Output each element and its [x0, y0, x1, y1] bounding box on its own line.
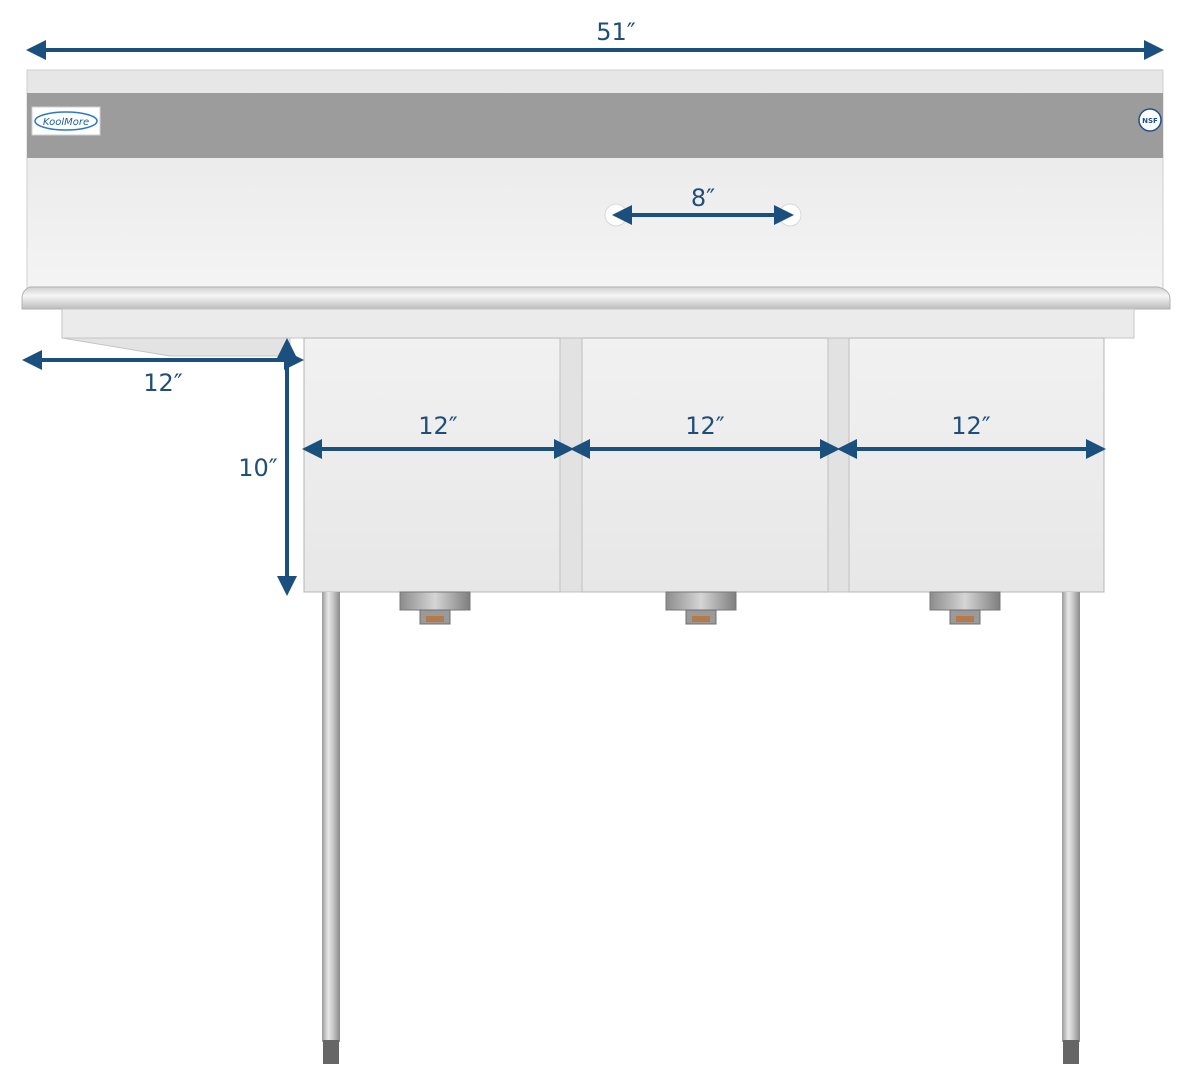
rim-apron [61, 308, 1135, 339]
bowl-divider-2 [827, 337, 850, 593]
logo-text: KoolMore [43, 117, 89, 128]
bowl-depth-label: 10″ [238, 454, 278, 482]
bowl-2-width-label: 12″ [685, 412, 725, 440]
drainboard-underside [61, 337, 291, 357]
bowl-1 [303, 337, 561, 593]
dimension-drainboard-width: 12″ [22, 350, 304, 397]
drain-2 [665, 591, 737, 625]
dimension-bowl-3-width: 12″ [837, 412, 1106, 459]
koolmore-logo: KoolMore [31, 106, 101, 136]
dimension-bowl-2-width: 12″ [570, 412, 840, 459]
leg-right [1062, 592, 1080, 1064]
bowl-1-width-label: 12″ [418, 412, 458, 440]
overall-width-label: 51″ [596, 18, 636, 46]
nsf-badge-text: NSF [1142, 117, 1158, 125]
bowl-3 [848, 337, 1105, 593]
nsf-badge: NSF [1138, 108, 1162, 132]
dimension-bowl-1-width: 12″ [302, 412, 574, 459]
faucet-spacing-label: 8″ [691, 184, 715, 212]
sink-rim [21, 286, 1171, 357]
bowl-3-width-label: 12″ [951, 412, 991, 440]
drain-1 [399, 591, 471, 625]
dimension-overall-width: 51″ [26, 18, 1164, 60]
bowl-2 [581, 337, 829, 593]
leg-left [322, 592, 340, 1064]
bowl-divider-1 [559, 337, 583, 593]
backsplash-band [27, 93, 1163, 158]
drain-3 [929, 591, 1001, 625]
drainboard-width-label: 12″ [143, 369, 183, 397]
dimension-bowl-depth: 10″ [238, 338, 297, 596]
bowls [303, 337, 1105, 593]
backsplash [26, 69, 1164, 293]
dimension-faucet-spacing: 8″ [612, 184, 794, 225]
